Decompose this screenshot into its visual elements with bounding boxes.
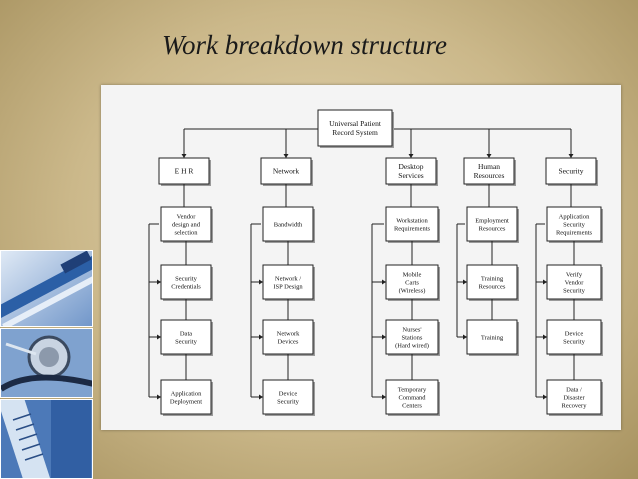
leaf-training-label: Training <box>481 334 504 341</box>
leaf-device-security-label: Device <box>279 390 298 397</box>
leaf-vendor-design-and-selection-label: selection <box>174 229 198 236</box>
leaf-workstation-requirements-label: Requirements <box>394 225 431 232</box>
leaf-workstation-requirements-label: Workstation <box>396 217 428 224</box>
branch-human-resources-label: Resources <box>474 171 505 180</box>
leaf-security-credentials-label: Credentials <box>171 283 201 290</box>
syringe-closeup-photo <box>0 399 93 479</box>
root-universal-patient-record-box <box>317 109 393 147</box>
leaf-network-devices-label: Devices <box>278 338 299 345</box>
leaf-nurses-stations-hard-wired--label: (Hard wired) <box>395 342 429 349</box>
branch-desktop-services-label: Desktop <box>399 162 424 171</box>
leaf-mobile-carts-wireless--label: Carts <box>405 279 419 286</box>
leaf-application-security-requirements-label: Security <box>563 221 585 228</box>
leaf-bandwidth-box <box>262 206 314 242</box>
leaf-data-disaster-recovery-box <box>546 379 602 415</box>
leaf-device-security-box <box>262 379 314 415</box>
leaf-network-isp-design-label: ISP Design <box>273 283 303 290</box>
leaf-temporary-command-centers-label: Temporary <box>398 386 427 393</box>
leaf-mobile-carts-wireless--label: (Wireless) <box>399 287 426 294</box>
stethoscope-photo <box>0 328 93 398</box>
leaf-bandwidth-label: Bandwidth <box>274 221 303 228</box>
leaf-vendor-design-and-selection-box <box>160 206 212 242</box>
leaf-nurses-stations-hard-wired--label: Stations <box>402 334 423 341</box>
leaf-network-isp-design-box <box>262 264 314 300</box>
leaf-application-deployment-box <box>160 379 212 415</box>
leaf-temporary-command-centers-label: Command <box>398 394 426 401</box>
leaf-network-devices-label: Network <box>277 330 300 337</box>
leaf-data-security-label: Data <box>180 330 192 337</box>
leaf-application-security-requirements-label: Requirements <box>556 229 593 236</box>
leaf-nurses-stations-hard-wired--box <box>385 319 439 355</box>
branch-security-label: Security <box>559 167 584 176</box>
root-universal-patient-record-label: Universal Patient <box>329 119 382 128</box>
leaf-verify-vendor-security-box <box>546 264 602 300</box>
leaf-verify-vendor-security-label: Verify <box>566 271 583 278</box>
leaf-verify-vendor-security-label: Vendor <box>565 279 585 286</box>
leaf-training-resources-label: Resources <box>479 283 506 290</box>
leaf-verify-vendor-security-label: Security <box>563 287 585 294</box>
leaf-device-security-label: Device <box>565 330 584 337</box>
leaf-mobile-carts-wireless--label: Mobile <box>403 271 422 278</box>
leaf-application-security-requirements-label: Application <box>559 213 590 220</box>
leaf-security-credentials-box <box>160 264 212 300</box>
leaf-employment-resources-label: Employment <box>475 217 509 224</box>
leaf-training-box <box>466 319 518 355</box>
leaf-data-security-box <box>160 319 212 355</box>
branch-e-h-r-box <box>158 157 210 185</box>
leaf-device-security-label: Security <box>563 338 585 345</box>
leaf-data-security-label: Security <box>175 338 197 345</box>
leaf-temporary-command-centers-box <box>385 379 439 415</box>
slide-title: Work breakdown structure <box>162 30 447 60</box>
branch-network-label: Network <box>273 167 299 176</box>
branch-desktop-services-box <box>385 157 437 185</box>
leaf-security-credentials-label: Security <box>175 275 197 282</box>
leaf-application-deployment-label: Application <box>171 390 202 397</box>
branch-human-resources-label: Human <box>478 162 500 171</box>
leaf-training-resources-label: Training <box>481 275 504 282</box>
leaf-training-resources-box <box>466 264 518 300</box>
leaf-data-disaster-recovery-label: Recovery <box>562 402 588 409</box>
leaf-data-disaster-recovery-label: Data / <box>566 386 582 393</box>
branch-network-box <box>260 157 312 185</box>
leaf-device-security-label: Security <box>277 398 299 405</box>
syringe-photo <box>0 250 93 327</box>
branch-desktop-services-label: Services <box>398 171 423 180</box>
branch-human-resources-box <box>463 157 515 185</box>
leaf-nurses-stations-hard-wired--label: Nurses' <box>402 326 421 333</box>
leaf-vendor-design-and-selection-label: design and <box>172 221 201 228</box>
leaf-workstation-requirements-box <box>385 206 439 242</box>
branch-e-h-r-label: E H R <box>175 167 194 176</box>
leaf-employment-resources-label: Resources <box>479 225 506 232</box>
leaf-vendor-design-and-selection-label: Vendor <box>177 213 197 220</box>
leaf-network-isp-design-label: Network / <box>275 275 301 282</box>
leaf-temporary-command-centers-label: Centers <box>402 402 422 409</box>
medical-photo-strip <box>0 250 93 479</box>
leaf-data-disaster-recovery-label: Disaster <box>563 394 585 401</box>
root-universal-patient-record-label: Record System <box>332 128 378 137</box>
leaf-application-deployment-label: Deployment <box>170 398 202 405</box>
